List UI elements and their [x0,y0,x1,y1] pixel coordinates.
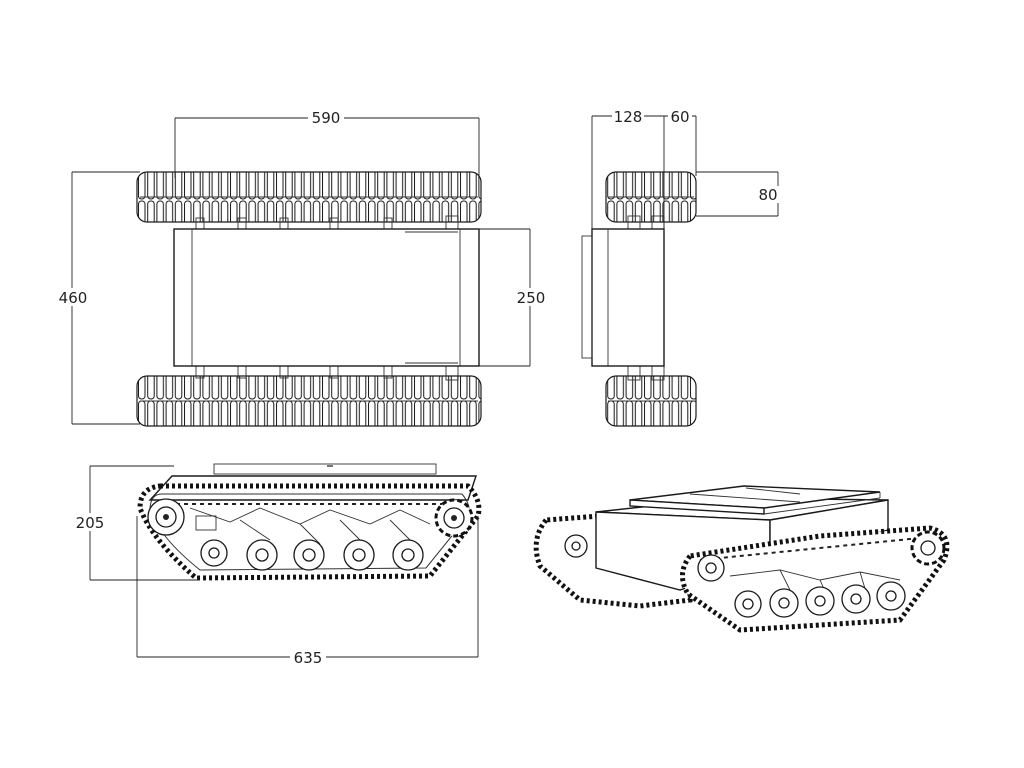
track-width-label: 60 [670,108,689,126]
isometric-view [533,485,950,633]
side-view-road-wheels [200,539,424,571]
side-view-suspension [189,507,431,545]
top-width-label: 460 [59,289,88,307]
side-offset-label: 128 [614,108,643,126]
end-view-lower-track [605,375,697,427]
side-height-label: 205 [76,514,105,532]
dimension-track-width: 60 [664,108,697,176]
side-view: 205 635 [74,463,482,667]
body-width-label: 250 [517,289,546,307]
end-view: 128 60 80 [581,108,781,427]
end-view-upper-track [605,171,697,223]
side-view-track-outer [137,483,482,581]
top-view-axle-stubs [195,215,459,381]
dimension-side-height: 205 [74,465,200,581]
dimension-track-height: 80 [696,171,781,217]
dimension-top-width: 460 [56,171,140,425]
end-view-body [581,215,665,381]
side-view-drive-sprocket [434,498,474,538]
top-view-upper-track [136,171,482,223]
top-view: 590 460 250 [56,108,550,427]
dimension-body-width: 250 [479,228,550,367]
dimension-top-length: 590 [174,108,480,178]
top-length-label: 590 [312,109,341,127]
track-height-label: 80 [758,186,777,204]
side-view-front-idler [147,498,185,536]
dimension-side-length: 635 [136,516,479,667]
side-view-top-plate [213,463,437,475]
top-view-lower-track [136,375,482,427]
side-length-label: 635 [294,649,323,667]
iso-right-track [680,525,950,633]
top-view-body [173,228,480,367]
iso-hull [595,485,889,591]
dimension-side-offset: 128 [591,108,665,232]
